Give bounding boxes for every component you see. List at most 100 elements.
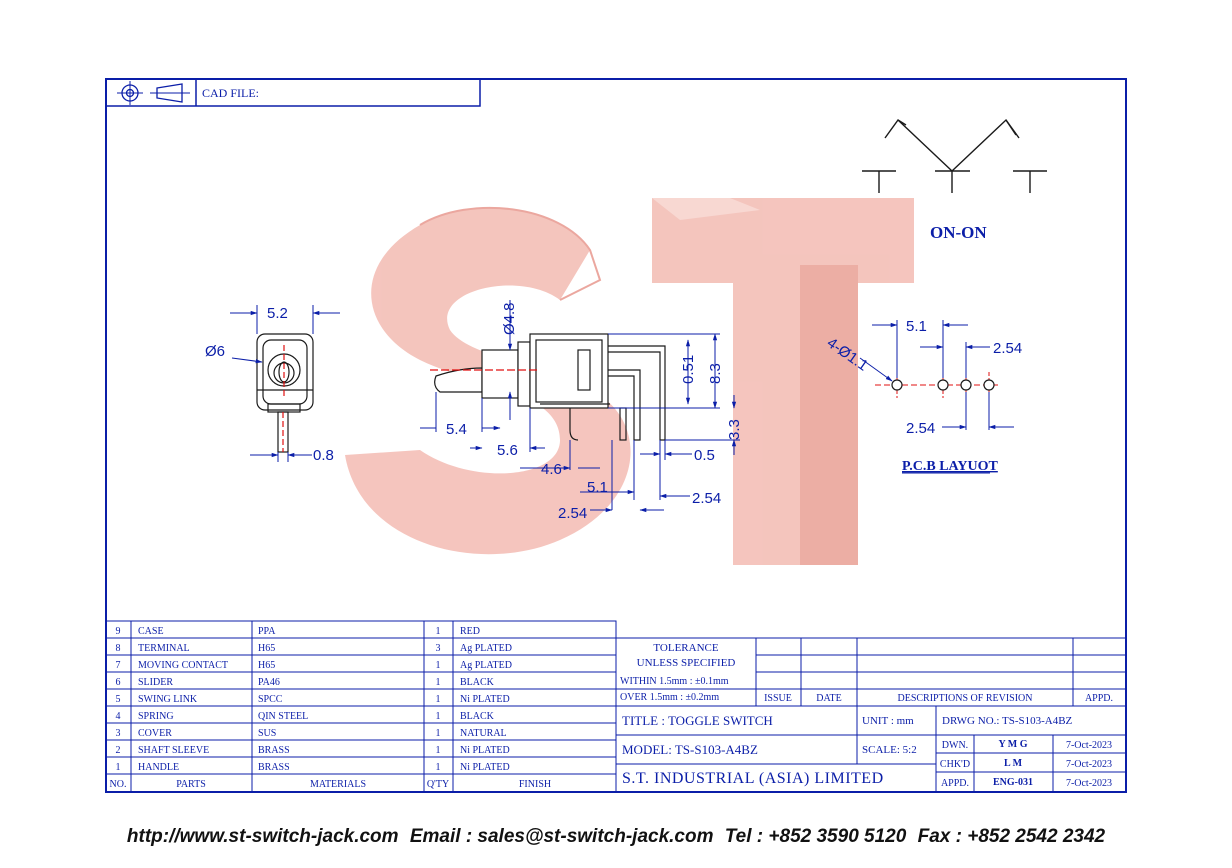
front-view-dimensions bbox=[420, 300, 740, 513]
parts-cell-qty: 3 bbox=[436, 643, 441, 654]
parts-cell-material: H65 bbox=[258, 643, 275, 654]
front-view bbox=[430, 333, 666, 441]
parts-cell-finish: Ag PLATED bbox=[460, 643, 512, 654]
parts-cell-material: BRASS bbox=[258, 762, 290, 773]
parts-cell-qty: 1 bbox=[436, 728, 441, 739]
parts-cell-qty: 1 bbox=[436, 677, 441, 688]
parts-cell-part: SLIDER bbox=[138, 677, 173, 688]
parts-cell-finish: Ni PLATED bbox=[460, 762, 510, 773]
chkd-label: CHK'D bbox=[940, 759, 970, 770]
revision-date-header: DATE bbox=[816, 693, 842, 704]
drawing-title: TITLE : TOGGLE SWITCH bbox=[622, 713, 773, 728]
header-finish: FINISH bbox=[519, 779, 551, 790]
dwn-date: 7-Oct-2023 bbox=[1066, 740, 1112, 751]
parts-cell-finish: Ag PLATED bbox=[460, 660, 512, 671]
parts-cell-qty: 1 bbox=[436, 660, 441, 671]
dim-83-label: 8.3 bbox=[707, 363, 724, 384]
parts-cell-part: TERMINAL bbox=[138, 643, 190, 654]
dim-51-label: 5.1 bbox=[587, 479, 608, 496]
pcb-51-label: 5.1 bbox=[906, 318, 927, 335]
projection-symbol-icon bbox=[117, 81, 190, 105]
revision-issue-header: ISSUE bbox=[764, 693, 792, 704]
dwn-value: Y M G bbox=[998, 739, 1027, 750]
tolerance-line4: OVER 1.5mm : ±0.2mm bbox=[620, 692, 719, 703]
revision-appd-header: APPD. bbox=[1085, 693, 1113, 704]
parts-cell-no: 5 bbox=[116, 694, 121, 705]
parts-cell-qty: 1 bbox=[436, 762, 441, 773]
parts-cell-no: 6 bbox=[116, 677, 121, 688]
parts-cell-finish: BLACK bbox=[460, 711, 495, 722]
tolerance-line1: TOLERANCE bbox=[653, 642, 718, 654]
parts-table: 9 CASE PPA 1 RED 8 TERMINAL H65 3 Ag PLATED 7 MOVIN… bbox=[116, 626, 512, 773]
parts-cell-material: QIN STEEL bbox=[258, 711, 308, 722]
parts-cell-part: MOVING CONTACT bbox=[138, 660, 228, 671]
st-watermark-logo bbox=[345, 198, 914, 565]
parts-cell-qty: 1 bbox=[436, 694, 441, 705]
unit-label: UNIT : mm bbox=[862, 715, 914, 727]
parts-cell-no: 9 bbox=[116, 626, 121, 637]
chkd-value: L M bbox=[1004, 758, 1023, 769]
website-link[interactable]: http://www.st-switch-jack.com bbox=[126, 826, 399, 847]
pcb-layout bbox=[859, 320, 1014, 430]
side-dia-label: Ø6 bbox=[205, 343, 225, 360]
parts-cell-finish: NATURAL bbox=[460, 728, 507, 739]
parts-cell-qty: 1 bbox=[436, 711, 441, 722]
header-materials: MATERIALS bbox=[310, 779, 366, 790]
parts-cell-no: 1 bbox=[116, 762, 121, 773]
parts-cell-qty: 1 bbox=[436, 745, 441, 756]
shaft-dia-label: Ø4.8 bbox=[501, 302, 518, 335]
tolerance-line3: WITHIN 1.5mm : ±0.1mm bbox=[620, 676, 729, 687]
fax-text: Fax : +852 2542 2342 bbox=[917, 826, 1106, 847]
contact-footer: http://www.st-switch-jack.com Email : sa… bbox=[0, 826, 1232, 848]
parts-cell-material: SPCC bbox=[258, 694, 283, 705]
dim-56-label: 5.6 bbox=[497, 442, 518, 459]
parts-cell-material: H65 bbox=[258, 660, 275, 671]
parts-cell-part: SPRING bbox=[138, 711, 174, 722]
chkd-date: 7-Oct-2023 bbox=[1066, 759, 1112, 770]
parts-cell-no: 3 bbox=[116, 728, 121, 739]
dim-254a-label: 2.54 bbox=[692, 490, 721, 507]
parts-cell-material: SUS bbox=[258, 728, 276, 739]
parts-table-grid bbox=[105, 620, 617, 793]
parts-cell-finish: Ni PLATED bbox=[460, 745, 510, 756]
pcb-254-top-label: 2.54 bbox=[993, 340, 1022, 357]
parts-cell-no: 2 bbox=[116, 745, 121, 756]
tel-text: Tel : +852 3590 5120 bbox=[724, 826, 907, 847]
parts-cell-finish: BLACK bbox=[460, 677, 495, 688]
parts-cell-qty: 1 bbox=[436, 626, 441, 637]
cad-file-label: CAD FILE: bbox=[202, 86, 259, 100]
parts-cell-finish: Ni PLATED bbox=[460, 694, 510, 705]
drawing-number: DRWG NO.: TS-S103-A4BZ bbox=[942, 715, 1073, 727]
parts-cell-part: SWING LINK bbox=[138, 694, 198, 705]
appd-label: APPD. bbox=[941, 778, 969, 789]
header-parts: PARTS bbox=[176, 779, 206, 790]
title-block-grid bbox=[615, 637, 1127, 793]
pcb-layout-label: P.C.B LAYUOT bbox=[902, 459, 998, 474]
dim-05-label: 0.5 bbox=[694, 447, 715, 464]
side-view bbox=[256, 333, 314, 453]
revision-desc-header: DESCRIPTIONS OF REVISION bbox=[897, 693, 1032, 704]
appd-date: 7-Oct-2023 bbox=[1066, 778, 1112, 789]
side-pin-label: 0.8 bbox=[313, 447, 334, 464]
parts-table-header: NO. PARTS MATERIALS Q'TY FINISH bbox=[110, 779, 552, 790]
parts-cell-finish: RED bbox=[460, 626, 480, 637]
dwn-label: DWN. bbox=[942, 740, 968, 751]
parts-cell-part: CASE bbox=[138, 626, 164, 637]
on-on-schematic-icon bbox=[862, 118, 1047, 193]
email-text[interactable]: Email : sales@st-switch-jack.com bbox=[409, 826, 714, 847]
side-view-dimensions bbox=[230, 305, 340, 462]
dim-254b-label: 2.54 bbox=[558, 505, 587, 522]
appd-value: ENG-031 bbox=[993, 777, 1033, 788]
parts-cell-material: PA46 bbox=[258, 677, 280, 688]
header-box bbox=[105, 78, 481, 107]
parts-cell-material: PPA bbox=[258, 626, 276, 637]
side-width-label: 5.2 bbox=[267, 305, 288, 322]
parts-cell-no: 8 bbox=[116, 643, 121, 654]
parts-cell-no: 7 bbox=[116, 660, 121, 671]
dim-46-label: 4.6 bbox=[541, 461, 562, 478]
parts-cell-part: SHAFT SLEEVE bbox=[138, 745, 209, 756]
tolerance-line2: UNLESS SPECIFIED bbox=[637, 657, 736, 669]
scale-label: SCALE: 5:2 bbox=[862, 744, 917, 756]
dim-33-label: 3.3 bbox=[726, 419, 743, 440]
